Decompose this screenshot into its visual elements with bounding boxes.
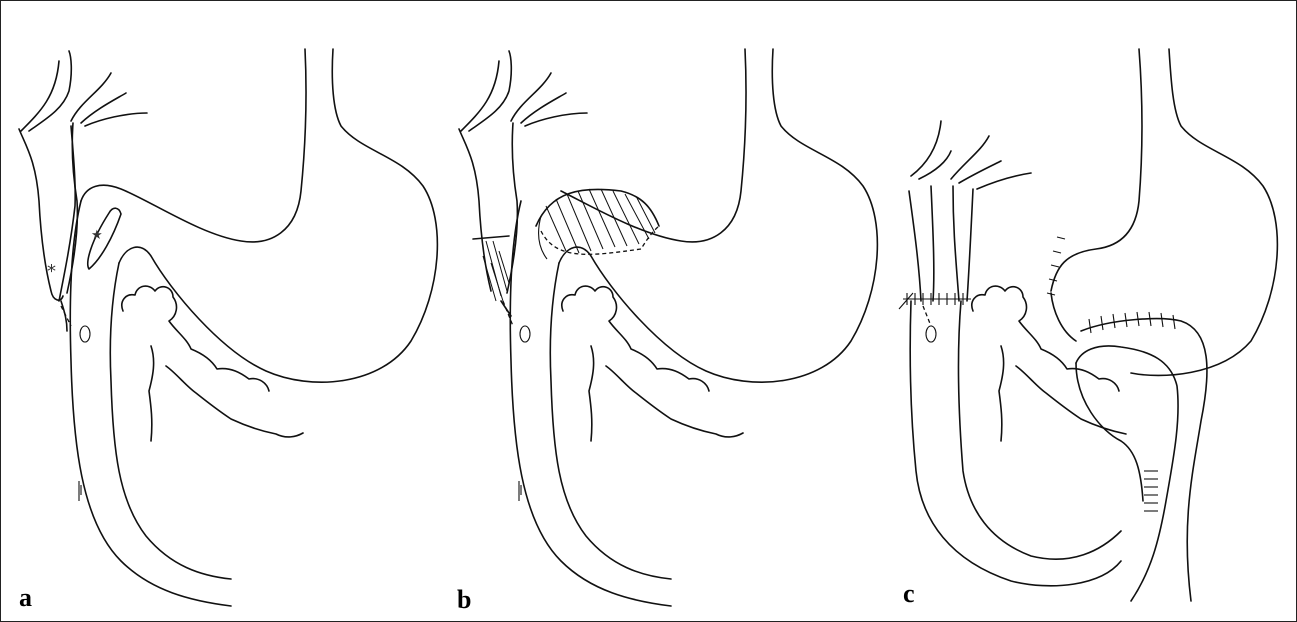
panel-label-b: b <box>457 587 471 613</box>
panel-a-diagram <box>1 1 441 621</box>
panel-label-a: a <box>19 585 32 611</box>
panel-b-diagram <box>441 1 881 621</box>
star-marker: ★ <box>91 229 103 242</box>
panel-c-diagram <box>881 1 1296 621</box>
panel-label-c: c <box>903 581 915 607</box>
asterisk-marker: * <box>47 263 56 281</box>
